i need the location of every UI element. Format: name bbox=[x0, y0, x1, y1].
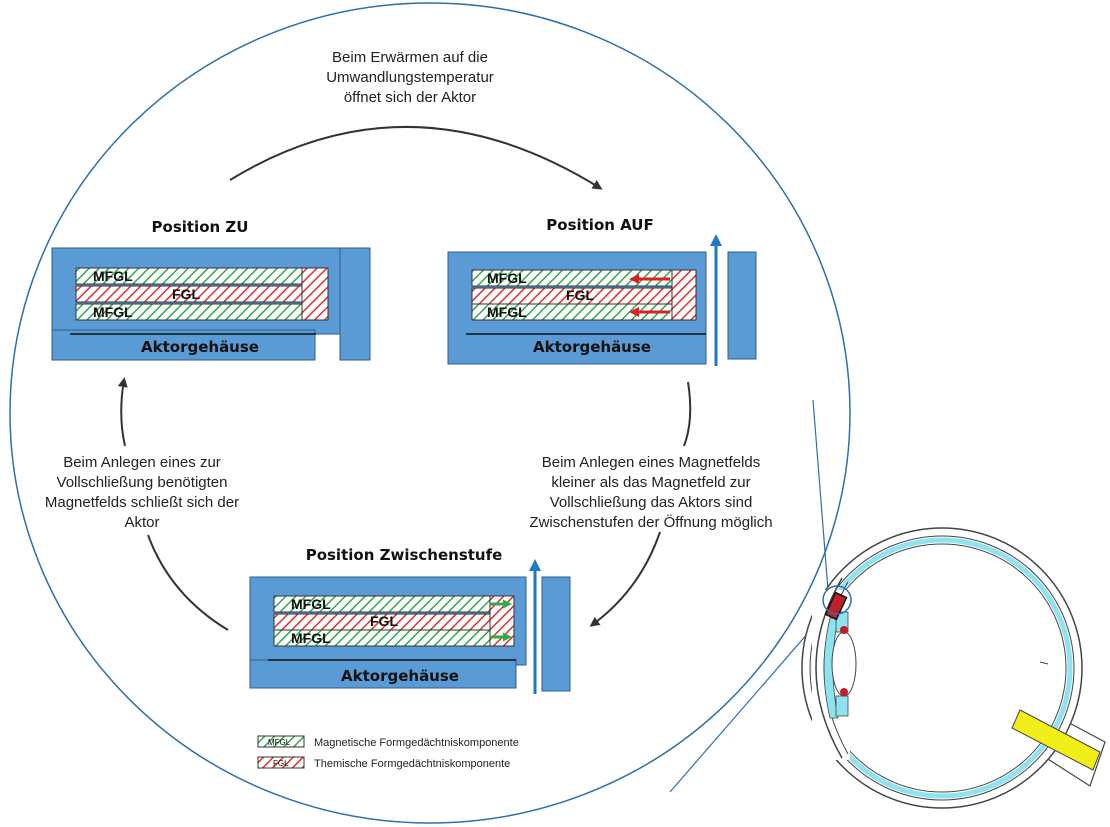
transition-partial-line1: Beim Anlegen eines Magnetfelds bbox=[542, 454, 760, 471]
legend-mfgl-text: Magnetische Formgedächtniskomponente bbox=[314, 737, 519, 749]
closed-mfgl-bottom bbox=[75, 303, 303, 321]
open-mfgl-top-label: MFGL bbox=[487, 270, 527, 286]
heating-curved-arrow bbox=[229, 125, 603, 190]
closed-side-block bbox=[339, 247, 371, 361]
legend-mfgl-swatch bbox=[257, 735, 305, 748]
position-intermediate: Position Zwischenstufe MFGL FGL MFGL Akt… bbox=[249, 546, 571, 694]
eye-ciliary-lower bbox=[840, 688, 848, 696]
transition-partial-field: Beim Anlegen eines Magnetfelds kleiner a… bbox=[529, 381, 773, 627]
legend-fgl-text: Themische Formgedächtniskomponente bbox=[314, 758, 510, 770]
intermediate-mfgl-bottom-label: MFGL bbox=[291, 630, 331, 646]
legend: MFGL Magnetische Formgedächtniskomponent… bbox=[257, 735, 519, 770]
open-mfgl-bottom-label: MFGL bbox=[487, 304, 527, 320]
eye-anterior-chamber bbox=[823, 617, 839, 719]
position-open: Position AUF MFGL FGL MFGL Aktorgehäuse bbox=[447, 216, 757, 366]
eye-highlight-circle bbox=[822, 585, 852, 615]
transition-full-field: Beim Anlegen eines zur Vollschließung be… bbox=[45, 377, 239, 631]
partial-field-arrow-top bbox=[683, 381, 692, 447]
transition-heating-line1: Beim Erwärmen auf die bbox=[332, 49, 488, 66]
intermediate-mfgl-top-label: MFGL bbox=[291, 596, 331, 612]
open-mfgl-bottom bbox=[471, 303, 673, 321]
transition-partial-line3: Vollschließung das Aktors sind bbox=[550, 494, 753, 511]
full-field-arrow-bottom bbox=[147, 534, 229, 631]
legend-fgl-swatch-label: FGL bbox=[273, 759, 289, 768]
closed-mfgl-top-label: MFGL bbox=[93, 268, 133, 284]
transition-full-line4: Aktor bbox=[124, 514, 159, 531]
legend-fgl-swatch bbox=[257, 756, 305, 769]
optic-nerve bbox=[1011, 709, 1101, 771]
zoom-line-upper bbox=[812, 399, 829, 591]
closed-mfgl-bottom-label: MFGL bbox=[93, 304, 133, 320]
intermediate-fgl-label: FGL bbox=[370, 613, 398, 629]
full-field-arrow-top bbox=[117, 377, 128, 447]
transition-heating: Beim Erwärmen auf die Umwandlungstempera… bbox=[229, 49, 603, 190]
eye-iris-lower bbox=[835, 695, 849, 717]
eye-lens bbox=[831, 631, 857, 697]
zoom-line-lower bbox=[669, 609, 829, 793]
transition-heating-line3: öffnet sich der Aktor bbox=[344, 89, 476, 106]
eye-ciliary-upper bbox=[840, 626, 848, 634]
position-open-title: Position AUF bbox=[546, 216, 653, 234]
intermediate-housing-label: Aktorgehäuse bbox=[341, 667, 459, 685]
intermediate-side-block bbox=[541, 576, 571, 692]
partial-field-arrow-bottom bbox=[589, 531, 661, 627]
legend-mfgl-swatch-label: MFGL bbox=[268, 738, 291, 747]
eye-illustration bbox=[801, 527, 1106, 809]
magnification-circle bbox=[9, 2, 851, 824]
closed-housing-base bbox=[51, 329, 316, 361]
position-intermediate-title: Position Zwischenstufe bbox=[306, 546, 503, 564]
transition-full-line2: Vollschließung benötigten bbox=[57, 474, 228, 491]
open-side-block bbox=[727, 251, 757, 360]
position-closed: Position ZU MFGL FGL MFGL Aktorgehäuse bbox=[51, 218, 371, 361]
transition-full-line1: Beim Anlegen eines zur bbox=[63, 454, 221, 471]
closed-fgl-label: FGL bbox=[172, 286, 200, 302]
position-closed-title: Position ZU bbox=[152, 218, 249, 236]
eye-fovea-mark bbox=[1039, 661, 1049, 665]
transition-partial-line4: Zwischenstufen der Öffnung möglich bbox=[529, 513, 772, 531]
transition-partial-line2: kleiner als das Magnetfeld zur bbox=[551, 474, 750, 491]
transition-heating-line2: Umwandlungstemperatur bbox=[326, 69, 494, 86]
transition-full-line3: Magnetfelds schließt sich der bbox=[45, 494, 239, 511]
closed-fgl-end bbox=[301, 267, 329, 321]
eye-cornea bbox=[815, 577, 843, 759]
open-fgl-label: FGL bbox=[566, 287, 594, 303]
open-housing-label: Aktorgehäuse bbox=[533, 338, 651, 356]
intermediate-housing-base bbox=[249, 659, 517, 689]
open-fgl-end bbox=[671, 269, 697, 321]
closed-housing-label: Aktorgehäuse bbox=[141, 338, 259, 356]
